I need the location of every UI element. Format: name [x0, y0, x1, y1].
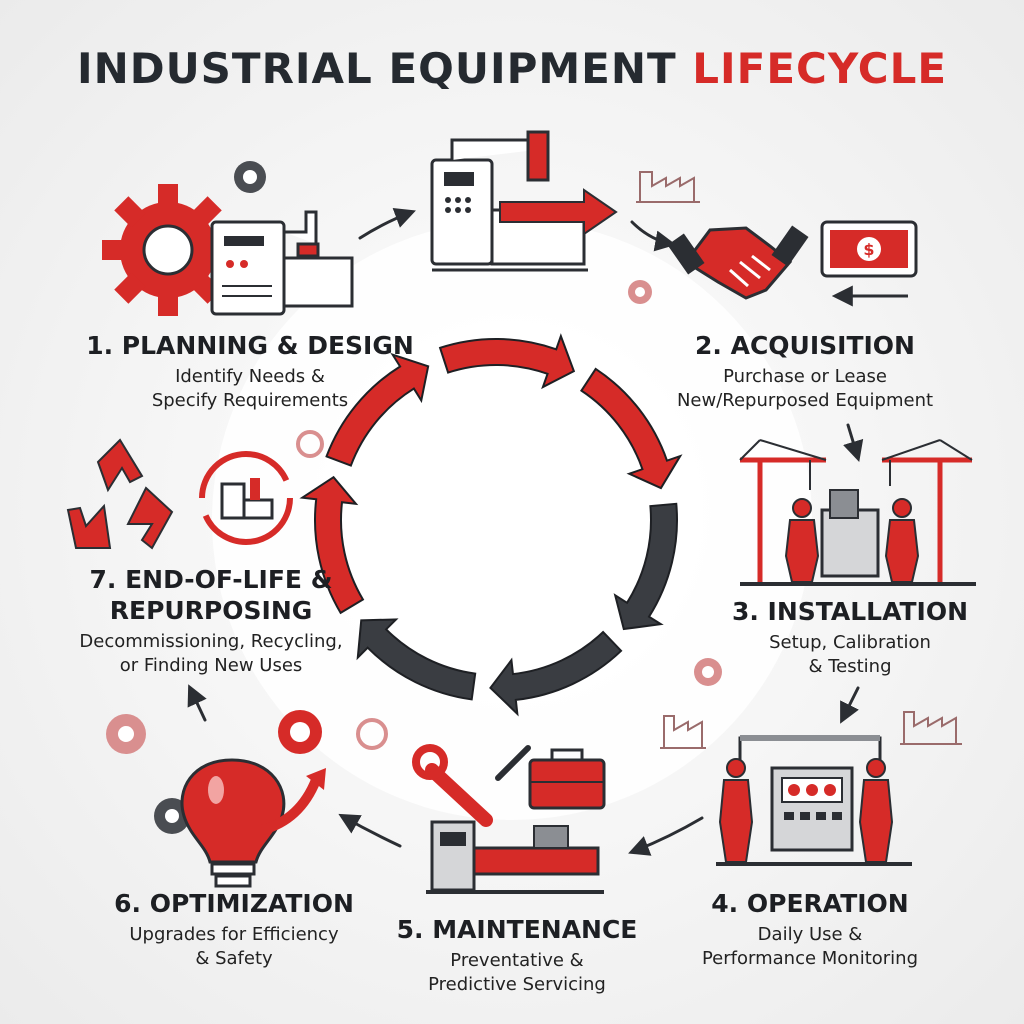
- page-title: INDUSTRIAL EQUIPMENT LIFECYCLE: [0, 44, 1024, 93]
- stage-heading: 2. ACQUISITION: [695, 331, 915, 360]
- recycle-icon: [66, 438, 174, 550]
- title-accent: LIFECYCLE: [692, 44, 948, 93]
- small-gear-icon-4: [296, 430, 324, 458]
- connector-arrow-2-acq: [630, 220, 677, 252]
- stage-operation: 4. OPERATION Daily Use & Performance Mon…: [660, 888, 960, 971]
- stage-heading: REPURPOSING: [109, 596, 313, 625]
- small-gear-icon-2: [694, 658, 722, 686]
- connector-arrow-6-7: [187, 684, 207, 722]
- title-main: INDUSTRIAL EQUIPMENT: [76, 44, 693, 93]
- cycle-arrow: [299, 475, 365, 615]
- wrench-toolbox-lathe-icon: [412, 744, 606, 894]
- machine-cycle-icon: [199, 451, 293, 545]
- stage-description-line: Identify Needs &: [175, 366, 325, 387]
- factory-icon-right: [900, 711, 962, 745]
- cycle-arrow: [325, 352, 430, 467]
- cycle-arrows: [299, 333, 683, 717]
- svg-text:$: $: [863, 240, 874, 259]
- stage-heading: 4. OPERATION: [711, 889, 909, 918]
- stage-description-line: Specify Requirements: [151, 390, 349, 411]
- small-gear-icon-3: [356, 718, 388, 750]
- connector-arrow-2-3: [843, 423, 864, 463]
- stage-description-line: Setup, Calibration: [769, 632, 931, 653]
- stage-description-line: Performance Monitoring: [701, 948, 919, 969]
- connector-arrows: [187, 207, 864, 856]
- cycle-arrow: [580, 367, 683, 490]
- stage-description-line: Purchase or Lease: [723, 366, 887, 387]
- stage-planning: 1. PLANNING & DESIGN Identify Needs & Sp…: [60, 330, 440, 413]
- cycle-arrow: [613, 502, 678, 631]
- control-panel-workers-icon: [716, 735, 912, 866]
- cnc-machine-icon: [430, 130, 618, 272]
- connector-arrow-1-2: [358, 207, 416, 240]
- stage-description-line: New/Repurposed Equipment: [676, 390, 934, 411]
- stage-maintenance: 5. MAINTENANCE Preventative & Predictive…: [372, 914, 662, 997]
- connector-arrow-5-6: [338, 813, 402, 848]
- stage-description-line: or Finding New Uses: [119, 655, 303, 676]
- stage-description-line: Upgrades for Efficiency: [129, 924, 339, 945]
- stage-end-of-life: 7. END-OF-LIFE & REPURPOSING Decommissio…: [36, 564, 386, 678]
- design-machine-gear-icon: [102, 161, 354, 316]
- stage-acquisition: 2. ACQUISITION Purchase or Lease New/Rep…: [640, 330, 970, 413]
- stage-heading: 3. INSTALLATION: [731, 597, 969, 626]
- cycle-arrow: [489, 630, 623, 717]
- lightbulb-gears-icon: [106, 710, 326, 888]
- stage-description-line: & Safety: [195, 948, 273, 969]
- stage-description-line: Predictive Servicing: [428, 974, 606, 995]
- connector-arrow-4-5: [628, 816, 704, 856]
- stage-heading: 5. MAINTENANCE: [396, 915, 638, 944]
- crane-workers-icon: [739, 439, 976, 586]
- stage-heading: 7. END-OF-LIFE &: [89, 565, 333, 594]
- cycle-arrow: [438, 333, 576, 390]
- stage-description-line: & Testing: [808, 656, 892, 677]
- stage-description-line: Daily Use &: [757, 924, 863, 945]
- stage-installation: 3. INSTALLATION Setup, Calibration & Tes…: [700, 596, 1000, 679]
- stage-heading: 1. PLANNING & DESIGN: [86, 331, 414, 360]
- stage-optimization: 6. OPTIMIZATION Upgrades for Efficiency …: [84, 888, 384, 971]
- handshake-icon: [667, 225, 809, 300]
- stage-description-line: Decommissioning, Recycling,: [79, 631, 343, 652]
- money-icon: $: [820, 220, 918, 307]
- connector-arrow-3-4: [840, 686, 860, 724]
- factory-icon-left: [660, 715, 706, 749]
- stage-heading: 6. OPTIMIZATION: [114, 889, 354, 918]
- factory-icon: [636, 171, 700, 203]
- center-disc: [212, 220, 812, 820]
- stage-description-line: Preventative &: [450, 950, 584, 971]
- cycle-arrow: [356, 618, 477, 701]
- small-gear-icon: [628, 280, 652, 304]
